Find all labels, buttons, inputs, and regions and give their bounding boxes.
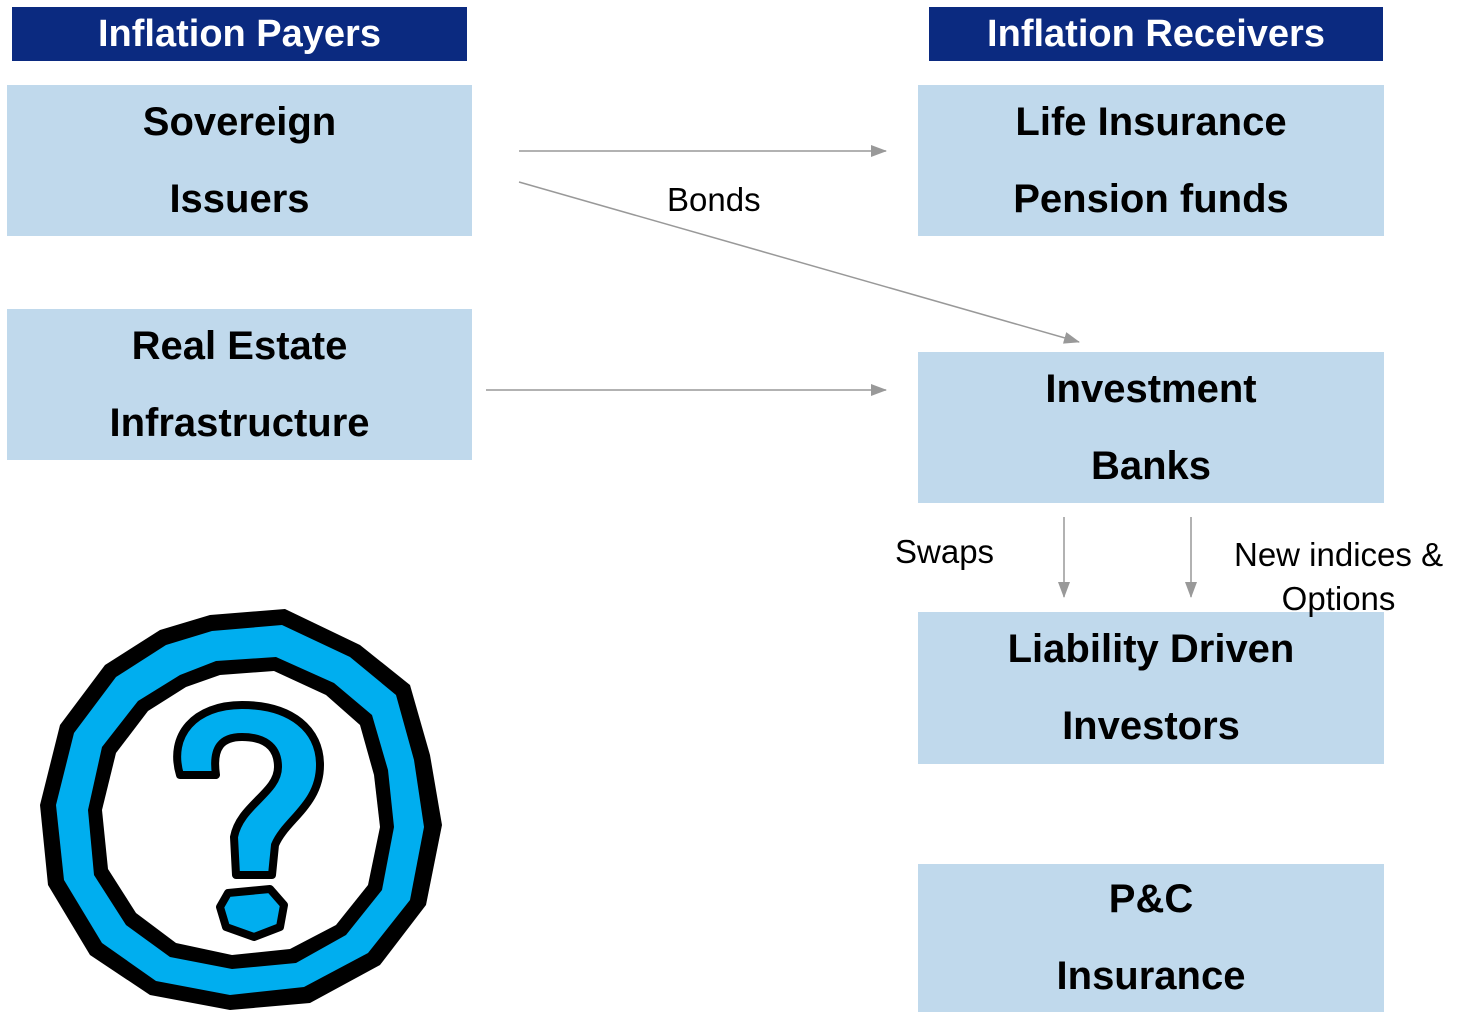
question-mark-icon bbox=[40, 609, 442, 1010]
real-estate-infrastructure-box: Real Estate Infrastructure bbox=[7, 309, 472, 460]
inflation-receivers-title: Inflation Receivers bbox=[987, 12, 1325, 55]
pc-line2: Insurance bbox=[1056, 954, 1246, 998]
bonds-label: Bonds bbox=[667, 181, 761, 218]
new-indices-line2: Options bbox=[1281, 580, 1396, 617]
arrow-sovereign-to-ib bbox=[518, 181, 1080, 344]
swaps-label: Swaps bbox=[895, 533, 995, 570]
sovereign-line1: Sovereign bbox=[142, 99, 337, 144]
pc-insurance-box: P&C Insurance bbox=[918, 864, 1384, 1012]
life-line1: Life Insurance bbox=[1015, 99, 1287, 144]
pc-line1: P&C bbox=[1108, 877, 1194, 921]
inflation-payers-header: Inflation Payers bbox=[12, 7, 467, 61]
inflation-payers-title: Inflation Payers bbox=[98, 12, 381, 55]
ldi-line2: Investors bbox=[1062, 704, 1240, 748]
real-estate-line2: Infrastructure bbox=[109, 400, 370, 445]
new-indices-line1: New indices & bbox=[1234, 536, 1444, 573]
ib-line1: Investment bbox=[1045, 366, 1257, 411]
life-line2: Pension funds bbox=[1013, 176, 1289, 221]
sovereign-issuers-box: Sovereign Issuers bbox=[7, 85, 472, 236]
ldi-line1: Liability Driven bbox=[1007, 627, 1295, 671]
life-insurance-pension-box: Life Insurance Pension funds bbox=[918, 85, 1384, 236]
sovereign-line2: Issuers bbox=[169, 176, 310, 221]
investment-banks-box: Investment Banks bbox=[918, 352, 1384, 503]
liability-driven-investors-box: Liability Driven Investors bbox=[918, 612, 1384, 764]
inflation-receivers-header: Inflation Receivers bbox=[929, 7, 1383, 61]
new-indices-options-label: New indices & Options bbox=[1234, 533, 1443, 621]
ib-line2: Banks bbox=[1090, 443, 1212, 488]
real-estate-line1: Real Estate bbox=[131, 323, 348, 368]
